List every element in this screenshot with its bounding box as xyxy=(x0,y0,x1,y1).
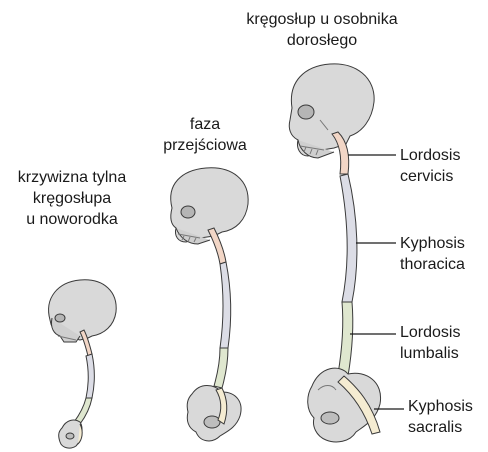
newborn-pelvis-icon xyxy=(59,420,82,448)
adult-pelvis-icon xyxy=(308,368,381,442)
adult-skull-icon xyxy=(289,64,374,158)
transitional-thoracic-segment xyxy=(220,262,231,348)
transitional-lumbar-segment xyxy=(214,348,228,388)
transitional-skeleton xyxy=(171,168,248,441)
transitional-cervical-segment xyxy=(208,228,226,264)
adult-thoracic-segment xyxy=(340,174,357,302)
adult-lumbar-segment xyxy=(338,302,353,376)
newborn-thoracic-segment xyxy=(86,354,94,398)
newborn-skeleton xyxy=(49,280,117,448)
transitional-pelvis-icon xyxy=(187,386,241,441)
adult-skeleton xyxy=(289,64,380,442)
